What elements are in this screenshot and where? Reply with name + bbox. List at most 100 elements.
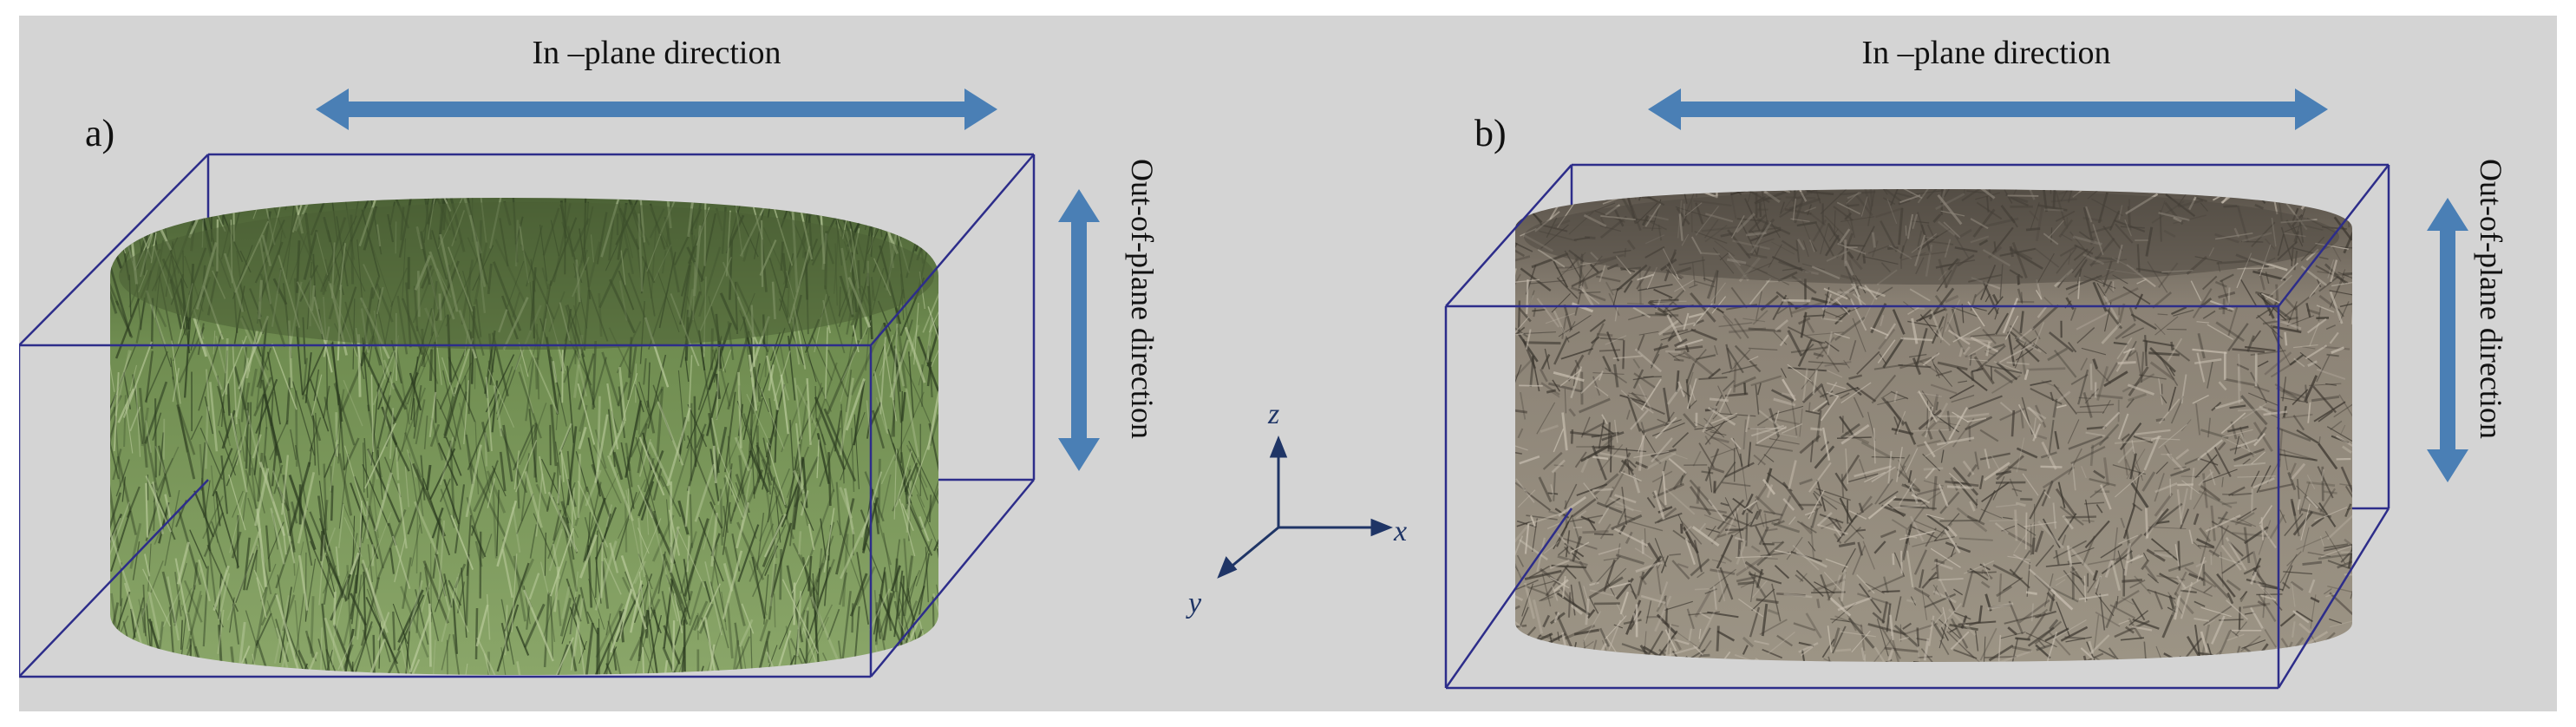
fiber-strand	[2236, 363, 2250, 371]
fiber-strand	[1823, 287, 1848, 300]
fiber-strand	[2013, 521, 2036, 553]
fiber-strand	[1602, 356, 1612, 372]
fiber-strand	[2276, 387, 2301, 403]
fiber-strand	[1889, 614, 1894, 641]
fiber-strand	[167, 576, 180, 641]
fiber-strand	[1517, 489, 1536, 508]
fiber-strand	[448, 391, 467, 461]
fiber-strand	[594, 530, 598, 599]
fiber-strand	[642, 646, 645, 675]
fiber-strand	[2033, 503, 2036, 539]
fiber-strand	[2133, 436, 2154, 444]
fiber-strand	[1576, 483, 1608, 496]
fiber-strand	[1710, 436, 1729, 443]
fiber-strand	[374, 472, 393, 532]
fiber-strand	[839, 572, 848, 606]
fiber-strand	[1653, 288, 1673, 299]
fiber-strand	[110, 350, 132, 410]
fiber-strand	[252, 434, 262, 459]
fiber-strand	[693, 396, 697, 468]
fiber-strand	[1984, 593, 1992, 612]
fiber-strand	[2242, 602, 2271, 609]
fiber-strand	[2174, 466, 2187, 470]
fiber-strand	[1594, 385, 1609, 396]
fiber-strand	[2198, 471, 2214, 487]
fiber-strand	[2095, 611, 2121, 627]
fiber-strand	[2330, 259, 2338, 283]
fiber-strand	[2098, 648, 2116, 659]
fiber-strand	[1979, 452, 2010, 461]
fiber-strand	[2258, 520, 2272, 555]
fiber-strand	[2299, 351, 2322, 370]
fiber-strand	[874, 573, 886, 642]
fiber-strand	[1880, 504, 1906, 517]
fiber-strand	[2289, 354, 2305, 366]
fiber-strand	[226, 544, 259, 621]
fiber-strand	[1532, 309, 1546, 312]
fiber-strand	[1638, 331, 1659, 336]
fiber-strand	[2158, 423, 2188, 449]
fiber-strand	[1805, 409, 1821, 415]
fiber-strand	[142, 568, 171, 627]
fiber-strand	[1755, 525, 1771, 557]
fiber-strand	[370, 374, 374, 453]
fiber-strand	[445, 436, 462, 476]
fiber-strand	[1879, 353, 1887, 364]
fiber-strand	[343, 445, 366, 517]
fiber-strand	[1867, 574, 1905, 593]
fiber-strand	[392, 535, 411, 590]
fiber-strand	[626, 456, 633, 488]
fiber-strand	[1925, 514, 1945, 520]
fiber-strand	[734, 622, 748, 675]
fiber-strand	[448, 585, 469, 632]
fiber-strand	[1572, 517, 1580, 540]
fiber-strand	[1518, 307, 1532, 323]
fiber-strand	[2264, 629, 2278, 648]
fiber-strand	[2226, 579, 2241, 592]
fiber-strand	[608, 421, 626, 456]
fiber-strand	[1516, 554, 1525, 567]
fiber-strand	[1638, 575, 1647, 586]
fiber-strand	[1782, 298, 1811, 303]
fiber-strand	[2168, 367, 2175, 377]
fiber-strand	[1832, 625, 1847, 654]
fiber-strand	[1787, 326, 1823, 345]
fiber-strand	[275, 594, 300, 671]
fiber-strand	[1735, 508, 1743, 543]
fiber-strand	[2031, 537, 2036, 555]
fiber-strand	[1802, 368, 1808, 402]
fiber-strand	[1893, 624, 1919, 648]
fiber-strand	[2255, 426, 2267, 442]
fiber-strand	[2279, 453, 2318, 462]
fiber-strand	[154, 318, 172, 368]
fiber-strand	[1782, 392, 1796, 397]
fiber-strand	[1710, 431, 1727, 436]
fiber-strand	[1710, 412, 1738, 424]
fiber-strand	[1749, 278, 1772, 305]
fiber-strand	[2203, 586, 2213, 593]
fiber-strand	[402, 631, 416, 675]
fiber-strand	[815, 362, 838, 427]
fiber-strand	[1876, 619, 1889, 657]
fiber-strand	[343, 379, 363, 427]
fiber-strand	[2000, 631, 2026, 639]
fiber-strand	[2115, 323, 2136, 340]
fiber-strand	[1596, 501, 1623, 514]
fiber-strand	[908, 351, 914, 418]
fiber-strand	[140, 298, 146, 331]
panel-a-bounding-box-front	[19, 154, 1035, 678]
fiber-strand	[2092, 358, 2099, 370]
panel-b-out-of-plane-arrow	[2427, 198, 2468, 482]
fiber-strand	[873, 567, 886, 635]
fiber-strand	[2043, 491, 2051, 499]
fiber-strand	[2104, 280, 2113, 294]
fiber-strand	[152, 412, 162, 441]
fiber-strand	[441, 357, 455, 397]
fiber-strand	[760, 389, 785, 449]
fiber-strand	[1571, 286, 1606, 302]
fiber-strand	[2030, 380, 2052, 386]
fiber-strand	[1946, 321, 1965, 353]
fiber-strand	[2142, 436, 2180, 441]
fiber-strand	[1601, 414, 1608, 425]
fiber-strand	[1882, 337, 1905, 369]
